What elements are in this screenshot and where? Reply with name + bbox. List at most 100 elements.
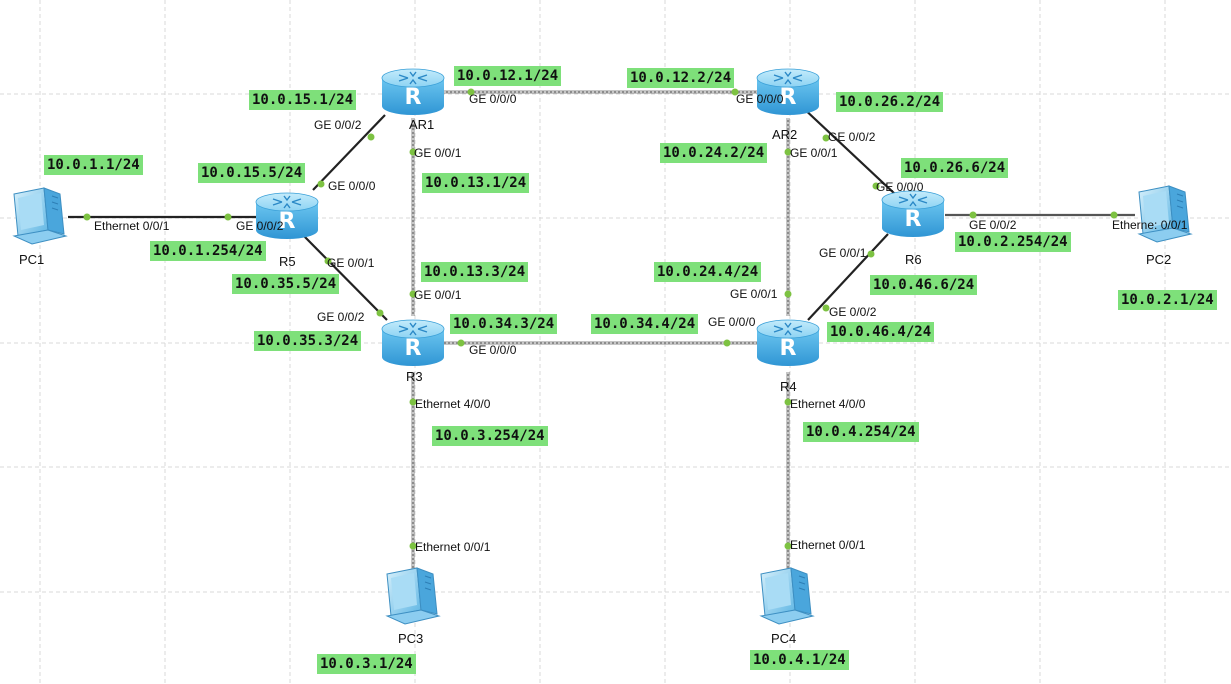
port-label: GE 0/0/2 [828,130,876,144]
router-icon [381,319,445,367]
device-name-r5: R5 [279,254,296,269]
router-icon [381,68,445,116]
ip-label-r3-g002: 10.0.35.3/24 [254,331,362,351]
port-label: Ethernet 4/0/0 [415,397,491,411]
port-label: GE 0/0/1 [819,246,867,260]
device-name-pc1: PC1 [19,252,44,267]
port-dot [969,211,977,219]
port-label: GE 0/0/1 [414,288,462,302]
device-name-r4: R4 [780,379,797,394]
ip-label-pc2: 10.0.2.1/24 [1118,290,1217,310]
port-dot [409,398,417,406]
port-dot [1110,211,1118,219]
pc-icon [386,567,440,625]
ip-label-r5-g001: 10.0.35.5/24 [232,274,340,294]
port-dot [467,88,475,96]
ip-label-r5-g000: 10.0.15.5/24 [198,163,306,183]
link-r6-r4 [807,233,889,321]
port-dot [872,182,880,190]
pc-pc2[interactable] [1138,185,1192,243]
device-name-r6: R6 [905,252,922,267]
ip-label-pc4: 10.0.4.1/24 [750,650,849,670]
pc-icon [760,567,814,625]
ip-label-ar2-g002: 10.0.26.2/24 [836,92,944,112]
ip-label-r4-e400: 10.0.4.254/24 [803,422,919,442]
port-dots [83,88,1118,550]
ip-label-pc3: 10.0.3.1/24 [317,654,416,674]
port-dot [723,339,731,347]
port-label: GE 0/0/0 [736,92,784,106]
router-ar1[interactable] [381,68,445,116]
device-name-pc3: PC3 [398,631,423,646]
pc-pc4[interactable] [760,567,814,625]
pc-pc3[interactable] [386,567,440,625]
port-dot [409,148,417,156]
port-dot [409,542,417,550]
ip-label-r3-g000: 10.0.34.3/24 [450,314,558,334]
ip-label-r6-g002: 10.0.2.254/24 [955,232,1071,252]
port-label: GE 0/0/0 [469,343,517,357]
ip-label-r4-g002: 10.0.46.4/24 [827,322,935,342]
port-dot [784,398,792,406]
device-name-pc4: PC4 [771,631,796,646]
port-label: GE 0/0/1 [327,256,375,270]
ip-label-r3-e400: 10.0.3.254/24 [432,426,548,446]
port-dot [731,88,739,96]
router-r3[interactable] [381,319,445,367]
port-label: GE 0/0/2 [829,305,877,319]
port-dot [822,304,830,312]
port-dot [409,290,417,298]
port-dot [367,133,375,141]
ip-label-ar1-g001: 10.0.13.1/24 [422,173,530,193]
port-dot [224,213,232,221]
port-labels: Ethernet 0/0/1 GE 0/0/2 GE 0/0/0 GE 0/0/… [94,92,1188,554]
port-dot [784,148,792,156]
port-label: GE 0/0/0 [469,92,517,106]
port-dot [83,213,91,221]
port-label: GE 0/0/2 [969,218,1017,232]
ip-label-r6-g001: 10.0.46.6/24 [870,275,978,295]
link-r5-ar1 [312,114,386,191]
ip-label-ar2-g001: 10.0.24.2/24 [660,143,768,163]
port-label: GE 0/0/2 [314,118,362,132]
port-dot [317,180,325,188]
pc-pc1[interactable] [13,187,67,245]
device-name-ar1: AR1 [409,117,434,132]
router-icon [881,190,945,238]
port-label: Ethernet 4/0/0 [790,397,866,411]
port-dot [784,542,792,550]
device-name-pc2: PC2 [1146,252,1171,267]
ip-label-ar1-g000: 10.0.12.1/24 [454,66,562,86]
ip-label-ar2-g000: 10.0.12.2/24 [627,68,735,88]
ip-label-r5-g002: 10.0.1.254/24 [150,241,266,261]
device-name-r3: R3 [406,369,423,384]
port-dot [457,339,465,347]
port-dot [784,290,792,298]
port-label: GE 0/0/0 [328,179,376,193]
port-dot [867,250,875,258]
port-label: GE 0/0/1 [730,287,778,301]
router-icon [756,319,820,367]
port-label: Etherne: 0/0/1 [1112,218,1188,232]
port-dot [822,134,830,142]
device-name-ar2: AR2 [772,127,797,142]
link-r5-r3 [299,231,388,321]
router-r4[interactable] [756,319,820,367]
ip-label-r4-g000: 10.0.34.4/24 [591,314,699,334]
port-dot [324,257,332,265]
pc-icon [13,187,67,245]
ip-label-r4-g001: 10.0.24.4/24 [654,262,762,282]
port-label: GE 0/0/0 [876,180,924,194]
ip-label-r3-g001: 10.0.13.3/24 [421,262,529,282]
port-label: Ethernet 0/0/1 [415,540,491,554]
ip-label-r6-g000: 10.0.26.6/24 [901,158,1009,178]
port-label: GE 0/0/2 [236,219,284,233]
ip-label-ar1-g002: 10.0.15.1/24 [249,90,357,110]
router-r6[interactable] [881,190,945,238]
ip-label-pc1: 10.0.1.1/24 [44,155,143,175]
link-ar2-r6 [799,104,897,196]
port-dot [376,309,384,317]
port-label: GE 0/0/2 [317,310,365,324]
port-label: GE 0/0/1 [414,146,462,160]
